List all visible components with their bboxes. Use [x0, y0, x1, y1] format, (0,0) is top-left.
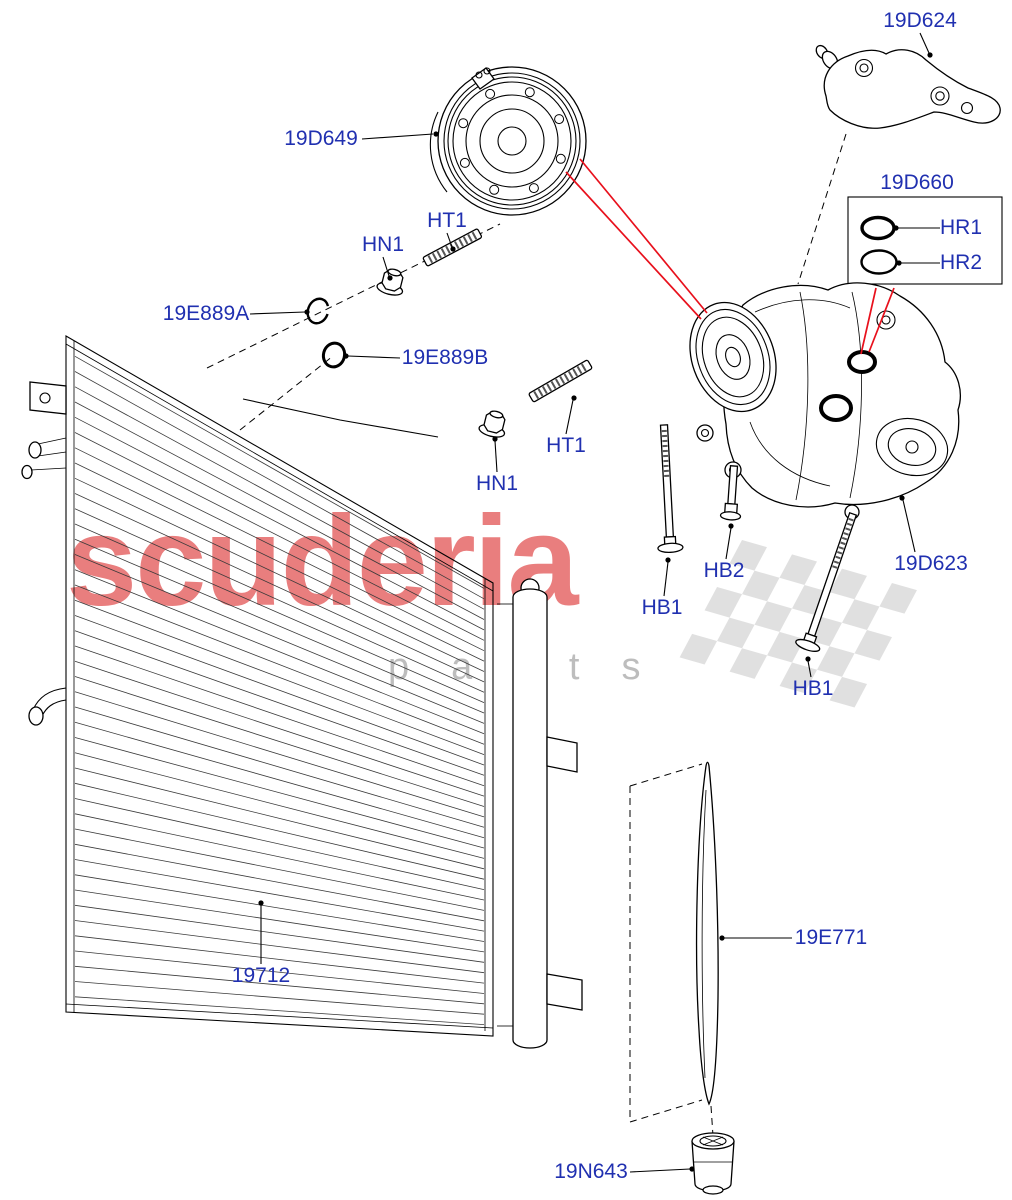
receiver-drier-element — [695, 761, 719, 1106]
clutch-pulley — [429, 66, 587, 216]
seal-ring-b — [321, 341, 347, 369]
part-label-hb2[interactable]: HB2 — [703, 559, 745, 582]
condenser-tank — [497, 578, 548, 1049]
part-label-hb1-left[interactable]: HB1 — [641, 596, 683, 619]
part-label-19e889a[interactable]: 19E889A — [162, 302, 250, 325]
bolt-hb2 — [719, 465, 742, 521]
part-label-19d623[interactable]: 19D623 — [894, 552, 968, 575]
part-label-hr2[interactable]: HR2 — [939, 251, 983, 274]
oring-hr2 — [860, 249, 898, 275]
stud-bolt-lower — [528, 359, 593, 403]
flange-nut-lower — [478, 410, 506, 438]
oring-hr1 — [860, 215, 896, 241]
flange-nut-upper — [376, 268, 404, 296]
part-label-hn1-upper[interactable]: HN1 — [361, 233, 405, 256]
port-oring-upper — [847, 350, 877, 374]
condenser-foot-tab — [546, 973, 583, 1011]
compressor — [689, 282, 961, 520]
part-label-19d660[interactable]: 19D660 — [880, 171, 954, 194]
port-oring-lower — [819, 394, 853, 422]
bolt-hb1-right — [795, 512, 858, 652]
part-label-hb1-right[interactable]: HB1 — [792, 677, 834, 700]
condenser-side-tab — [546, 736, 578, 773]
compressor-bracket — [815, 44, 1001, 129]
compressor-pulley — [689, 301, 777, 413]
part-label-19d649[interactable]: 19D649 — [284, 127, 358, 150]
condenser-fins — [74, 355, 485, 1025]
leader-lines — [249, 32, 940, 1173]
part-label-ht1-lower[interactable]: HT1 — [546, 434, 586, 457]
part-label-19712[interactable]: 19712 — [231, 964, 291, 987]
coil-terminal — [471, 67, 495, 90]
assembly-axis-lines — [206, 133, 847, 1137]
pulley-bolt-holes — [458, 87, 566, 195]
bolt-hb1-left — [657, 424, 684, 554]
condenser-left-fittings — [21, 381, 67, 726]
condenser — [21, 335, 583, 1049]
part-label-hn1-lower[interactable]: HN1 — [475, 472, 519, 495]
highlight-arrows — [565, 158, 895, 355]
part-label-19d624[interactable]: 19D624 — [883, 9, 957, 32]
checkered-flag-watermark — [679, 540, 917, 708]
part-label-19e889b[interactable]: 19E889B — [401, 346, 489, 369]
valve-insert — [691, 1132, 735, 1195]
seal-ring-a — [306, 297, 330, 325]
part-label-hr1[interactable]: HR1 — [939, 216, 983, 239]
part-label-ht1-upper[interactable]: HT1 — [427, 209, 467, 232]
part-label-19e771[interactable]: 19E771 — [794, 926, 868, 949]
part-label-19n643[interactable]: 19N643 — [554, 1160, 628, 1183]
